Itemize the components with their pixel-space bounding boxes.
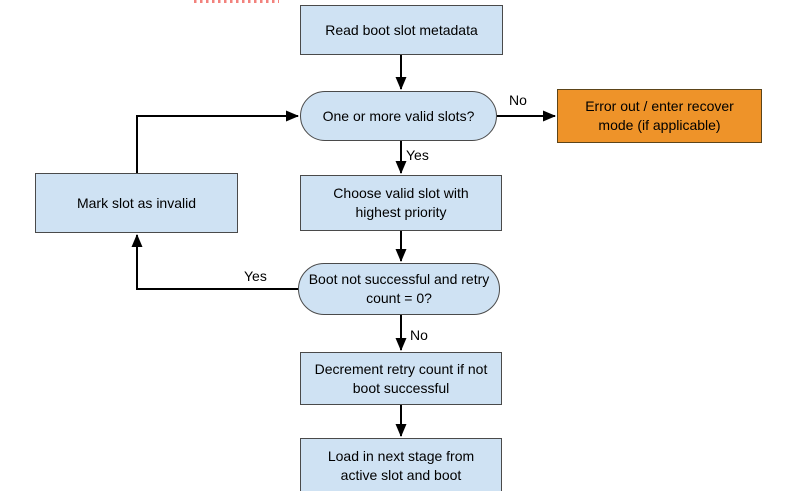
edge-label-yes-to-mark-invalid: Yes — [244, 268, 267, 284]
edge-label-no-to-error: No — [509, 92, 527, 108]
node-boot-not-successful-retry-decision: Boot not successful and retry count = 0? — [298, 263, 500, 315]
edge-label-yes-to-choose: Yes — [406, 147, 429, 163]
node-mark-slot-as-invalid: Mark slot as invalid — [35, 173, 238, 233]
edge-label-no-to-decrement: No — [410, 327, 428, 343]
node-one-or-more-valid-slots-decision: One or more valid slots? — [300, 91, 497, 141]
node-error-out-recover-mode: Error out / enter recover mode (if appli… — [557, 89, 762, 143]
cropped-red-text-artifact — [194, 0, 279, 3]
node-load-next-stage-and-boot: Load in next stage from active slot and … — [300, 438, 502, 491]
node-choose-valid-slot-highest-priority: Choose valid slot with highest priority — [300, 175, 502, 231]
node-decrement-retry-count: Decrement retry count if not boot succes… — [300, 352, 502, 405]
node-read-boot-slot-metadata: Read boot slot metadata — [300, 5, 503, 55]
